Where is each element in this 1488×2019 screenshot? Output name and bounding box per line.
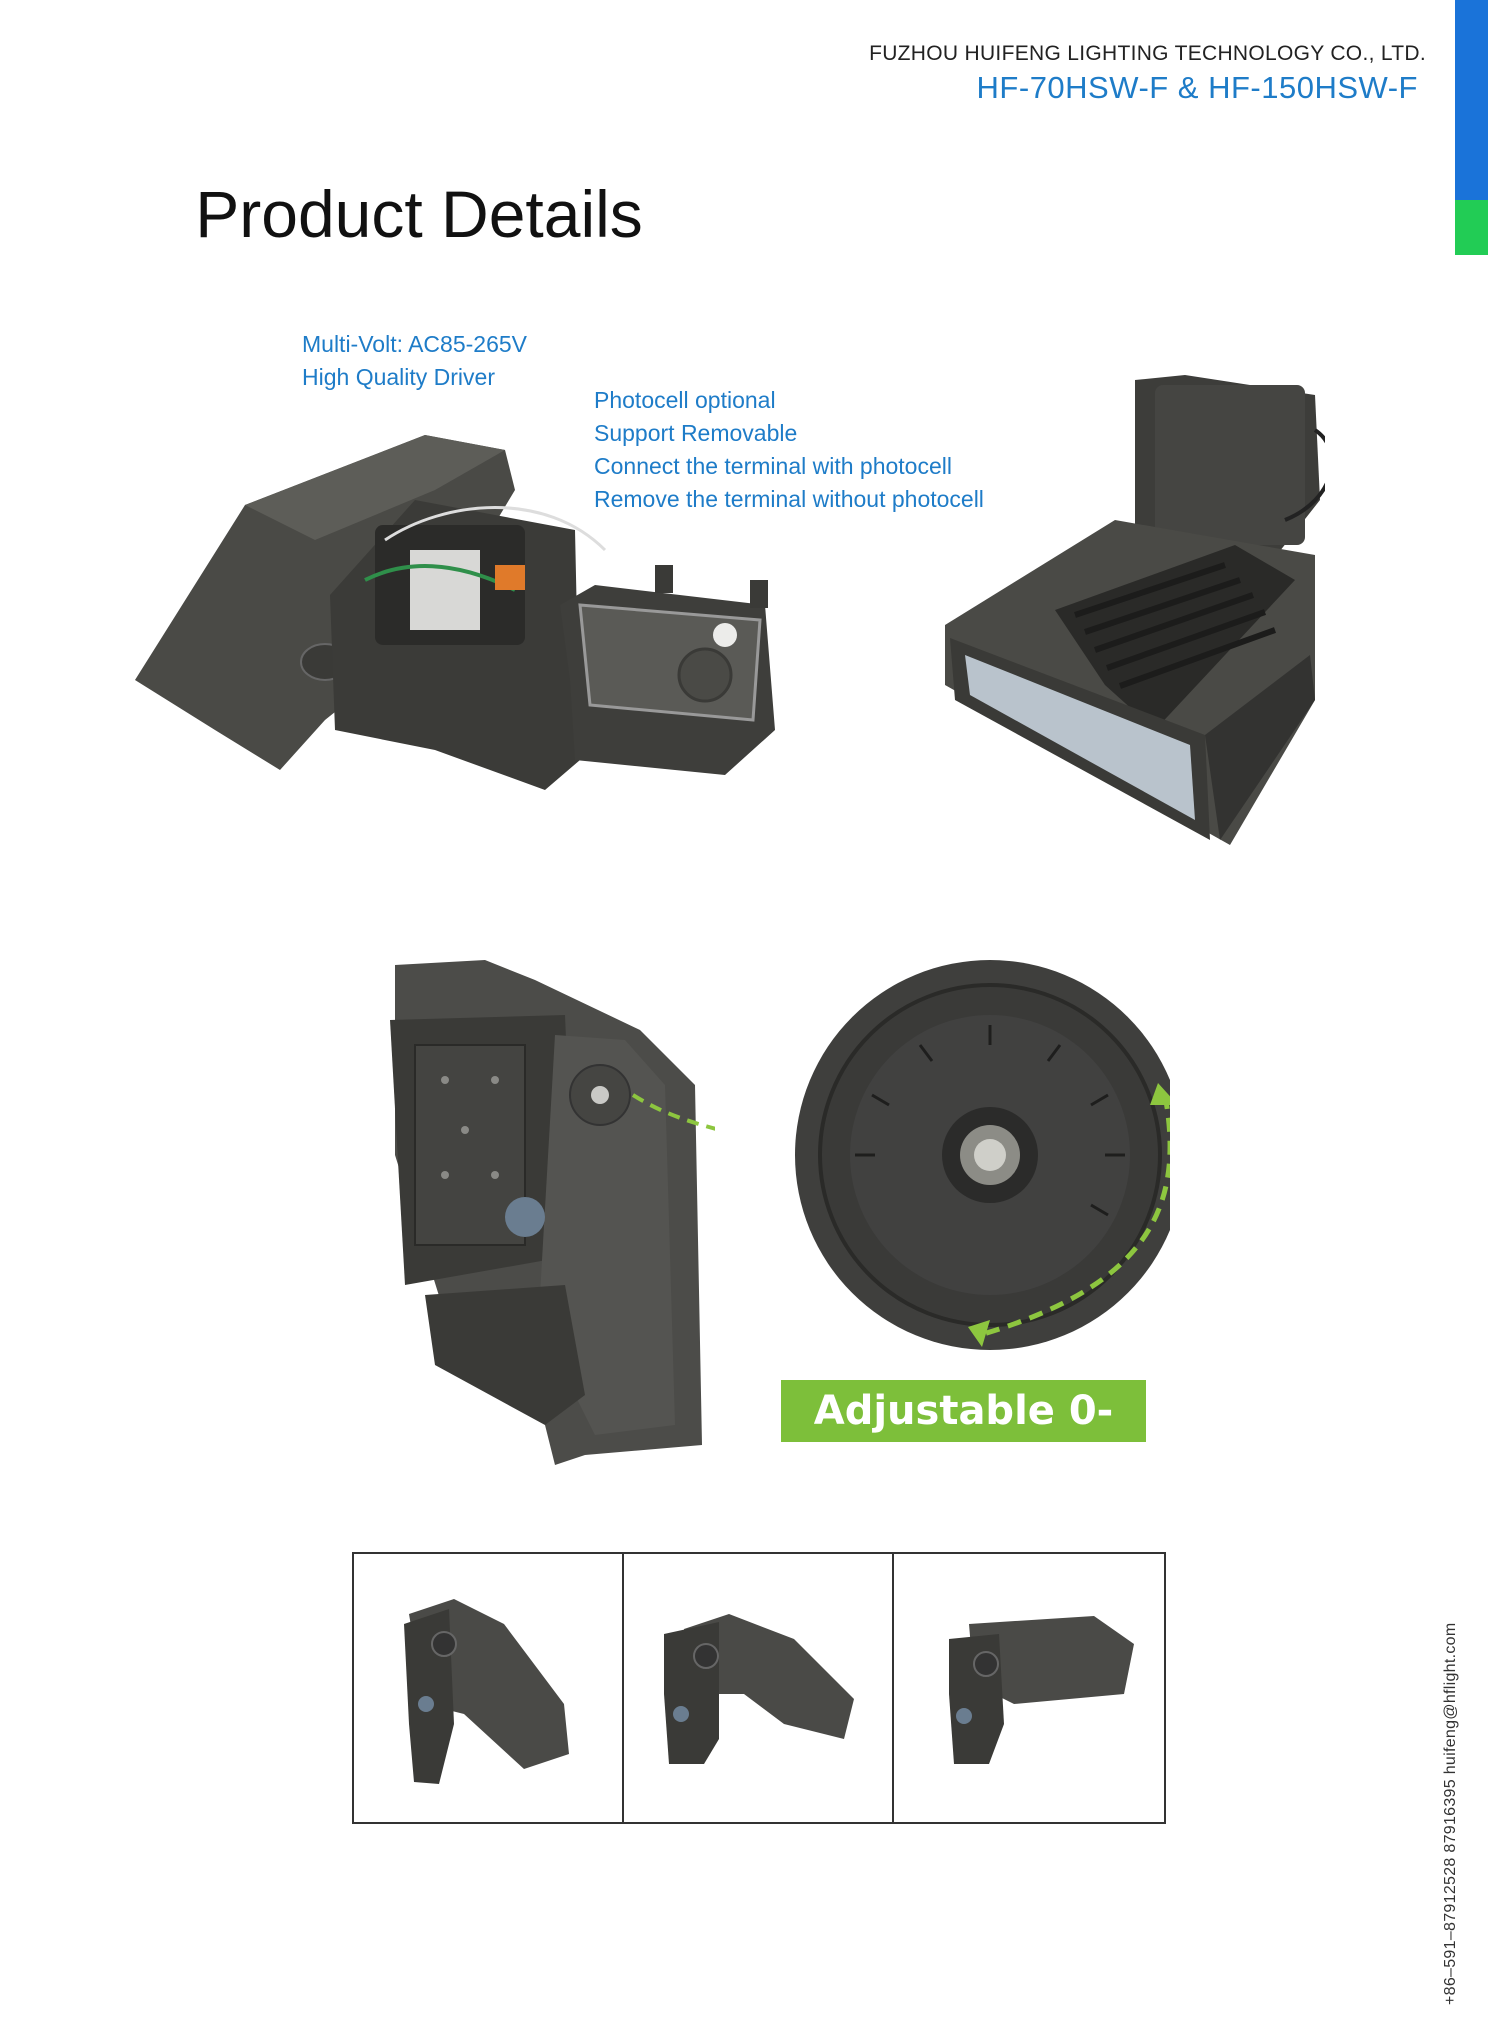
angle-flat-image (949, 1616, 1134, 1764)
model-number: HF-70HSW-F & HF-150HSW-F (976, 70, 1418, 105)
angle-gallery (352, 1552, 1166, 1824)
note-line: Support Removable (594, 420, 798, 446)
angle-frame-3 (892, 1552, 1166, 1824)
photocell-note: Photocell optional Support Removable Con… (594, 384, 984, 516)
side-view-fixture-image (390, 960, 715, 1465)
contact-info: +86–591–87912528 87916395 huifeng@hfligh… (1442, 1622, 1459, 2006)
note-line: Remove the terminal without photocell (594, 486, 984, 512)
page-title: Product Details (195, 177, 643, 251)
driver-note: Multi-Volt: AC85-265V High Quality Drive… (302, 328, 527, 394)
note-line: Connect the terminal with photocell (594, 453, 952, 479)
note-line: Multi-Volt: AC85-265V (302, 331, 528, 357)
note-line: High Quality Driver (302, 364, 495, 390)
angle-frame-2 (622, 1552, 896, 1824)
photocell-fixture-image (945, 375, 1325, 845)
adjustment-dial-image (795, 960, 1170, 1350)
note-line: Photocell optional (594, 387, 776, 413)
adjustable-badge: Adjustable 0-90° (781, 1380, 1146, 1496)
angle-frame-1 (352, 1552, 626, 1824)
angle-steep-image (404, 1599, 569, 1784)
side-accent-green (1455, 200, 1488, 255)
company-name: FUZHOU HUIFENG LIGHTING TECHNOLOGY CO., … (869, 42, 1426, 65)
side-accent-blue (1455, 0, 1488, 200)
open-fixture-image (135, 435, 775, 790)
angle-medium-image (664, 1614, 854, 1764)
